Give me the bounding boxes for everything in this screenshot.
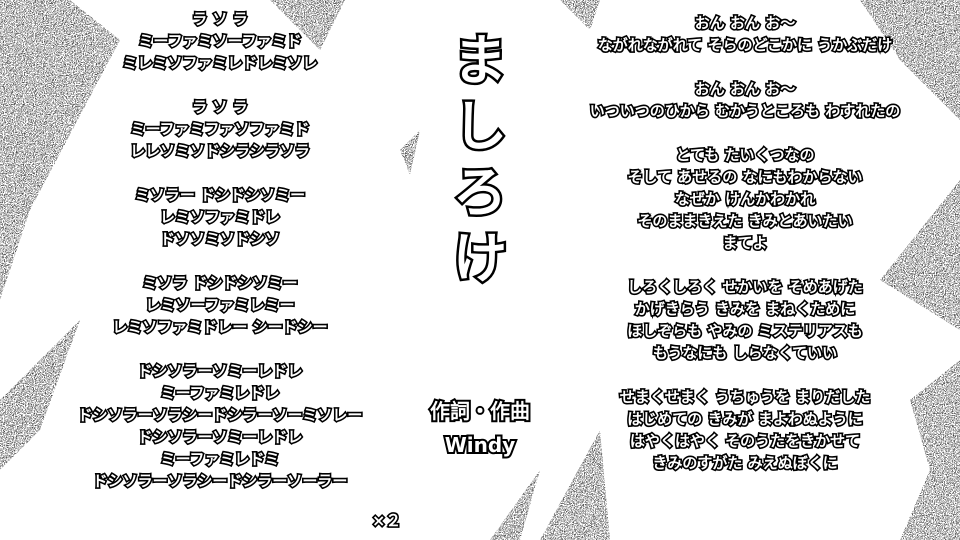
lyric-line: かげきらう きみを まねくために	[633, 298, 857, 319]
solfege-line: ミーファミレドレ	[159, 382, 281, 403]
title-char: ろ	[451, 159, 510, 227]
solfege-line: ラ ソ ラ	[191, 8, 250, 29]
lyric-line: おん おん お〜	[693, 12, 797, 33]
solfege-line: ドシソラーソミーレドレ	[136, 360, 304, 381]
lyric-line: いついつのひから むかうところも わすれたの	[588, 100, 902, 121]
lyric-line: なぜか けんかわかれ	[673, 188, 816, 209]
solfege-line: ドソソミソドシソ	[158, 228, 281, 249]
lyric-line: はじめての きみが まよわぬように	[626, 408, 865, 429]
solfege-line: ミーファミレドミ	[159, 448, 281, 469]
lyric-line: まてよ	[721, 232, 769, 253]
lyric-line: とても たいくつなの	[674, 144, 816, 165]
solfege-line: ラ ソ ラ	[191, 96, 250, 117]
credit-label: 作詞・作曲	[428, 397, 532, 425]
credit-name: Windy	[443, 431, 518, 459]
lyric-line: そして あせるの なにもわからない	[626, 166, 864, 187]
solfege-line: レミソファミドレ	[158, 206, 281, 227]
lyrics-column: おん おん お〜ながれながれて そらのどこかに うかぶだけおん おん お〜いつい…	[540, 12, 950, 474]
title-char: し	[451, 93, 510, 161]
lyric-line: もうなにも しらなくていい	[651, 342, 839, 363]
lyric-line: ほしぞらも やみの ミステリアスも	[626, 320, 865, 341]
solfege-notation-column: ラ ソ ラミーファミソーファミドミレミソファミレドレミソレラ ソ ラミーファミフ…	[20, 8, 420, 492]
title-char: ま	[451, 27, 510, 95]
lyric-line: せまくせまく うちゅうを まりだした	[618, 386, 872, 407]
solfege-line: ミーファミファソファミド	[129, 118, 311, 139]
solfege-line: ドシソラーソミーレドレ	[136, 426, 304, 447]
solfege-line: ミーファミソーファミド	[137, 30, 303, 51]
solfege-line: ミソラー ドシドシソミー	[133, 184, 306, 205]
solfege-line: レミソーファミレミー	[144, 294, 296, 315]
credit-block: 作詞・作曲 Windy	[405, 394, 555, 462]
lyric-line: きみのすがた みえぬぼくに	[651, 452, 839, 473]
solfege-line: ドシソラーソラシードシラーソーラー	[91, 470, 349, 491]
lyric-line: ながれながれて そらのどこかに うかぶだけ	[596, 34, 894, 55]
lyric-line: おん おん お〜	[693, 78, 797, 99]
title-char: け	[451, 225, 510, 293]
solfege-line: レミソファミドレー シードシー	[111, 316, 329, 337]
solfege-line: レレソミソドシラシラソラ	[129, 140, 312, 161]
lyric-line: しろくしろく せかいを そめあげた	[626, 276, 865, 297]
solfege-line: ミソラ ドシドシソミー	[141, 272, 299, 293]
solfege-line: ドシソラーソラシードシラーソーミソレー	[76, 404, 364, 425]
repeat-marker: ×２	[370, 509, 403, 531]
solfege-line: ミレミソファミレドレミソレ	[121, 52, 319, 73]
lyric-line: そのままきえた きみとあいたい	[636, 210, 854, 231]
song-title: ましろけ	[448, 27, 512, 293]
lyric-line: はやくはやく そのうたをきかせて	[628, 430, 861, 451]
